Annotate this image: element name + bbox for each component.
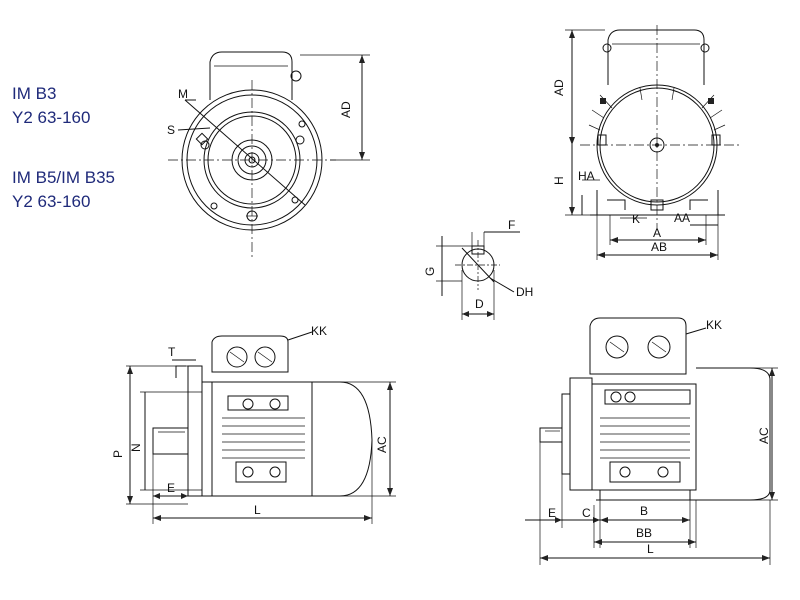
label-ad-right: AD (552, 79, 566, 96)
label-e-right: E (548, 506, 556, 520)
label-dh: DH (516, 285, 533, 299)
label-s: S (167, 123, 175, 137)
label-k: K (632, 212, 640, 226)
shaft-key-detail: F G DH D (423, 218, 533, 320)
label-ad-left: AD (339, 101, 353, 118)
flange-bolt-hole-4 (291, 196, 299, 204)
label-ac-left: AC (375, 436, 389, 453)
flange-side-view: KK T P (111, 324, 396, 524)
label-d: D (475, 297, 484, 311)
im-b3-label-block: IM B3 Y2 63-160 (12, 82, 90, 130)
label-a: A (653, 226, 661, 240)
foot-front-view: AD H HA K AA A AB (552, 25, 740, 260)
label-l-right: L (647, 542, 654, 556)
flange-front-view: M S AD (167, 51, 370, 258)
flange-bolt-hole-2 (295, 135, 305, 145)
label-l-left: L (254, 503, 261, 517)
label-h: H (552, 176, 566, 185)
im-b5-title: IM B5/IM B35 (12, 168, 115, 187)
im-b5-range: Y2 63-160 (12, 192, 91, 211)
im-b3-range: Y2 63-160 (12, 108, 91, 127)
label-f: F (508, 218, 515, 232)
label-kk-left: KK (311, 324, 327, 338)
im-b5-label-block: IM B5/IM B35 Y2 63-160 (12, 166, 115, 214)
label-kk-right: KK (706, 318, 722, 332)
label-bb: BB (636, 526, 652, 540)
label-ac-right: AC (757, 427, 771, 444)
label-b: B (640, 504, 648, 518)
label-ha: HA (578, 169, 595, 183)
flange-bolt-hole-3 (210, 202, 218, 210)
label-t: T (168, 345, 176, 359)
im-b3-title: IM B3 (12, 84, 57, 103)
label-p: P (111, 450, 125, 458)
label-c: C (582, 506, 591, 520)
label-aa: AA (674, 211, 690, 225)
label-g: G (423, 267, 437, 276)
label-ab: AB (651, 240, 667, 254)
label-e-left: E (167, 481, 175, 495)
label-m: M (178, 87, 188, 101)
label-n: N (129, 443, 143, 452)
foot-side-view: KK AC (525, 317, 778, 565)
